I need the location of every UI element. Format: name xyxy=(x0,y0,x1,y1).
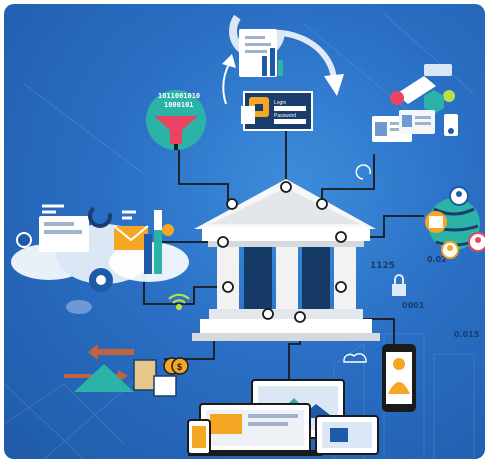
cloud-services-icon xyxy=(11,204,189,314)
wifi-icon xyxy=(168,293,190,311)
report-document-icon xyxy=(239,29,283,77)
padlock-icon xyxy=(392,274,406,296)
connection-nodes xyxy=(217,181,347,323)
bank-building-icon xyxy=(192,179,380,341)
number-label-002: 0.02 xyxy=(427,255,447,264)
login-label: Login xyxy=(274,100,286,106)
number-label-1125: 1125 xyxy=(370,261,395,271)
global-users-icon xyxy=(425,186,485,259)
number-label-0001: 0001 xyxy=(402,301,425,310)
id-cards-icon xyxy=(355,64,458,180)
binary-line-2: 1000101 xyxy=(164,101,194,109)
illustration-card: Login Password 1011001010 1000101 xyxy=(4,4,485,459)
binary-line-1: 1011001010 xyxy=(158,92,200,100)
devices-icon xyxy=(187,379,379,456)
ecommerce-icon: $ xyxy=(64,344,189,397)
banking-network-illustration: Login Password 1011001010 1000101 xyxy=(4,4,485,459)
coin-label: $ xyxy=(177,362,182,372)
small-cloud-icon xyxy=(343,353,367,363)
number-label-0015: 0.015 xyxy=(454,330,480,339)
data-funnel-icon: 1011001010 1000101 xyxy=(146,90,206,150)
password-label: Password xyxy=(274,113,296,119)
login-window-icon: Login Password xyxy=(241,91,313,131)
mobile-user-icon xyxy=(382,344,416,412)
